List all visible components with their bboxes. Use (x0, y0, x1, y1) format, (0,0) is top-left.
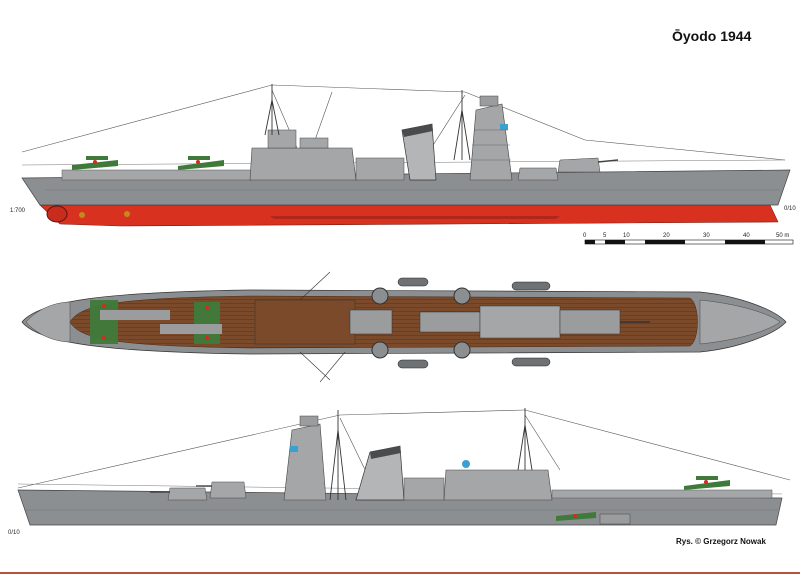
plan-view (21, 271, 787, 383)
foremast (453, 90, 471, 161)
hangar-superstructure (249, 147, 357, 181)
floatplane-bottom-aft (684, 476, 730, 490)
profile-view-bottom (17, 408, 791, 526)
foremast-bottom (329, 410, 347, 501)
mainmast (264, 84, 280, 136)
drawing-title: Ōyodo 1944 (672, 28, 752, 44)
floatplane-bottom-lower (556, 512, 596, 521)
mainmast-bottom (517, 408, 533, 471)
turret-1 (557, 157, 601, 173)
scale-tick-5: 5 (603, 233, 607, 239)
bridge-tower-bottom (283, 423, 327, 501)
stern-mark-top: 0/10 (784, 206, 796, 212)
hangar-bottom (443, 469, 553, 501)
scale-bar (584, 239, 794, 245)
rigging-lines (21, 84, 786, 161)
scale-tick-30: 30 (703, 233, 710, 239)
illustrator-credit: Rys. © Grzegorz Nowak (676, 537, 766, 546)
scale-tick-0: 0 (583, 233, 587, 239)
turret-2-bottom (209, 481, 247, 499)
floatplane-fwd (178, 156, 224, 170)
scale-tick-40: 40 (743, 233, 750, 239)
floatplane-aft (72, 156, 118, 170)
stern-mark-bottom: 0/10 (8, 530, 20, 536)
scale-ratio-label: 1:700 (10, 208, 26, 214)
floatplanes-plan (90, 300, 222, 344)
scale-tick-20: 20 (663, 233, 670, 239)
waterline-hull (39, 204, 779, 227)
propeller (79, 211, 130, 218)
bridge-tower (469, 103, 513, 181)
bottom-divider (0, 572, 800, 574)
rigging-lines-bottom (17, 409, 791, 489)
scale-tick-10: 10 (623, 233, 630, 239)
turret-2 (517, 167, 559, 181)
ship-boats (397, 277, 551, 369)
scale-tick-50: 50 m (776, 233, 790, 239)
profile-view-top (21, 84, 791, 227)
turret-1-bottom (167, 487, 208, 501)
